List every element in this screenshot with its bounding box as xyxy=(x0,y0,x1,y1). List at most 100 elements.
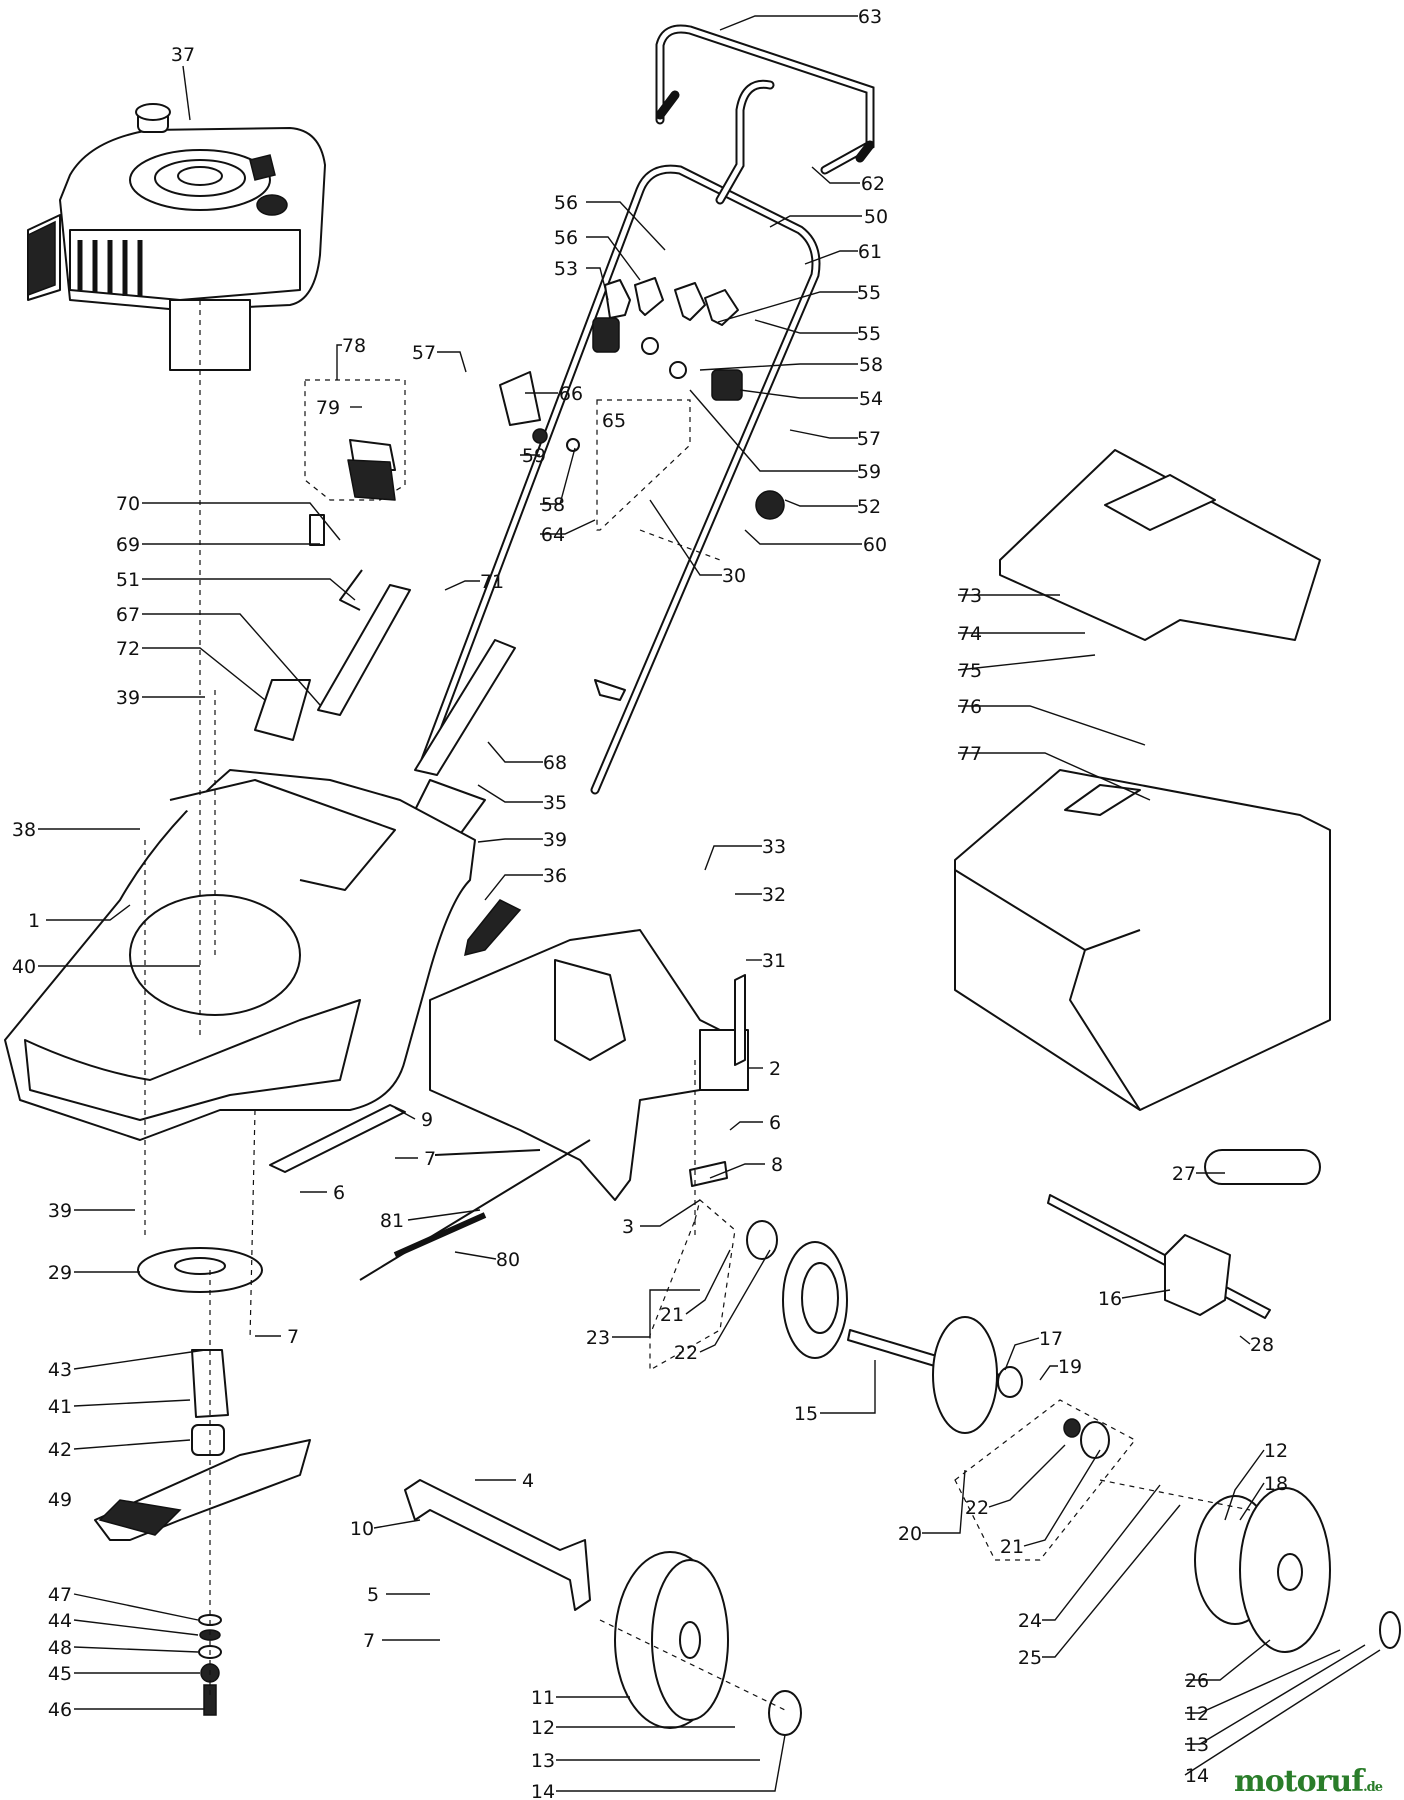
lower-handle-drawing xyxy=(254,584,626,957)
part-label-51: 51 xyxy=(116,569,140,591)
part-label-57: 57 xyxy=(857,428,881,450)
part-label-39: 39 xyxy=(116,687,140,709)
part-label-40: 40 xyxy=(12,956,36,978)
part-label-2: 2 xyxy=(769,1058,781,1080)
part-label-81: 81 xyxy=(380,1210,404,1232)
part-label-12: 12 xyxy=(1185,1703,1209,1725)
part-label-74: 74 xyxy=(958,623,982,645)
part-label-73: 73 xyxy=(958,585,982,607)
part-label-56: 56 xyxy=(554,192,578,214)
rear-flap-drawing xyxy=(429,929,749,1201)
part-label-46: 46 xyxy=(48,1699,72,1721)
part-label-80: 80 xyxy=(496,1249,520,1271)
deck-drawing xyxy=(4,769,476,1141)
part-label-56: 56 xyxy=(554,227,578,249)
part-label-39: 39 xyxy=(543,829,567,851)
part-label-38: 38 xyxy=(12,819,36,841)
part-label-50: 50 xyxy=(864,206,888,228)
part-label-23: 23 xyxy=(586,1327,610,1349)
part-label-66: 66 xyxy=(559,383,583,405)
part-label-10: 10 xyxy=(350,1518,374,1540)
part-label-37: 37 xyxy=(171,44,195,66)
part-label-52: 52 xyxy=(857,496,881,518)
part-label-55: 55 xyxy=(857,323,881,345)
part-label-3: 3 xyxy=(622,1216,634,1238)
upper-handle-drawing xyxy=(339,24,875,795)
part-label-12: 12 xyxy=(531,1717,555,1739)
switch-parts-drawing xyxy=(309,439,396,546)
part-label-44: 44 xyxy=(48,1610,72,1632)
part-label-42: 42 xyxy=(48,1439,72,1461)
assembly-box-20 xyxy=(954,1399,1136,1561)
part-label-24: 24 xyxy=(1018,1610,1042,1632)
part-label-9: 9 xyxy=(421,1109,433,1131)
part-label-35: 35 xyxy=(543,792,567,814)
front-axle-wheel-drawing xyxy=(404,1479,802,1736)
watermark-suffix: .de xyxy=(1363,1780,1383,1795)
part-label-43: 43 xyxy=(48,1359,72,1381)
part-label-70: 70 xyxy=(116,493,140,515)
part-label-68: 68 xyxy=(543,752,567,774)
part-label-12: 12 xyxy=(1264,1440,1288,1462)
part-label-75: 75 xyxy=(958,660,982,682)
part-label-78: 78 xyxy=(342,335,366,357)
part-label-7: 7 xyxy=(424,1148,436,1170)
part-label-7: 7 xyxy=(287,1326,299,1348)
part-label-14: 14 xyxy=(531,1781,555,1800)
grass-catcher-drawing xyxy=(954,449,1331,1111)
part-label-11: 11 xyxy=(531,1687,555,1709)
part-label-33: 33 xyxy=(762,836,786,858)
gearbox-drawing xyxy=(1047,1149,1321,1319)
part-label-79: 79 xyxy=(316,397,340,419)
part-label-22: 22 xyxy=(965,1497,989,1519)
part-label-13: 13 xyxy=(1185,1734,1209,1756)
blade-assembly-drawing xyxy=(94,1247,311,1716)
part-label-76: 76 xyxy=(958,696,982,718)
part-label-5: 5 xyxy=(367,1584,379,1606)
part-label-27: 27 xyxy=(1172,1163,1196,1185)
part-label-21: 21 xyxy=(660,1304,684,1326)
part-label-63: 63 xyxy=(858,6,882,28)
part-label-20: 20 xyxy=(898,1523,922,1545)
part-label-16: 16 xyxy=(1098,1288,1122,1310)
part-label-26: 26 xyxy=(1185,1670,1209,1692)
part-label-6: 6 xyxy=(333,1182,345,1204)
part-label-58: 58 xyxy=(541,494,565,516)
engine-drawing xyxy=(27,103,326,371)
part-label-19: 19 xyxy=(1058,1356,1082,1378)
alignment-lines xyxy=(144,300,1251,1711)
watermark-logo: motoruf.de xyxy=(1234,1764,1383,1799)
part-label-41: 41 xyxy=(48,1396,72,1418)
part-label-59: 59 xyxy=(522,445,546,467)
part-label-31: 31 xyxy=(762,950,786,972)
watermark-main: motoruf xyxy=(1234,1764,1364,1799)
part-label-65: 65 xyxy=(602,410,626,432)
part-label-22: 22 xyxy=(674,1342,698,1364)
part-label-28: 28 xyxy=(1250,1334,1274,1356)
rear-axle-wheels-drawing xyxy=(746,1220,1401,1653)
part-label-61: 61 xyxy=(858,241,882,263)
part-label-67: 67 xyxy=(116,604,140,626)
part-label-8: 8 xyxy=(771,1154,783,1176)
part-label-57: 57 xyxy=(412,342,436,364)
part-label-53: 53 xyxy=(554,258,578,280)
part-label-54: 54 xyxy=(859,388,883,410)
part-label-71: 71 xyxy=(480,571,504,593)
part-label-45: 45 xyxy=(48,1663,72,1685)
part-label-60: 60 xyxy=(863,534,887,556)
part-label-62: 62 xyxy=(861,173,885,195)
part-label-58: 58 xyxy=(859,354,883,376)
part-label-29: 29 xyxy=(48,1262,72,1284)
part-label-55: 55 xyxy=(857,282,881,304)
part-label-4: 4 xyxy=(522,1470,534,1492)
part-label-7: 7 xyxy=(363,1630,375,1652)
part-label-72: 72 xyxy=(116,638,140,660)
part-label-25: 25 xyxy=(1018,1647,1042,1669)
part-label-17: 17 xyxy=(1039,1328,1063,1350)
part-label-30: 30 xyxy=(722,565,746,587)
part-label-39: 39 xyxy=(48,1200,72,1222)
leader-lines xyxy=(38,15,1381,1792)
part-label-1: 1 xyxy=(28,910,40,932)
part-label-13: 13 xyxy=(531,1750,555,1772)
